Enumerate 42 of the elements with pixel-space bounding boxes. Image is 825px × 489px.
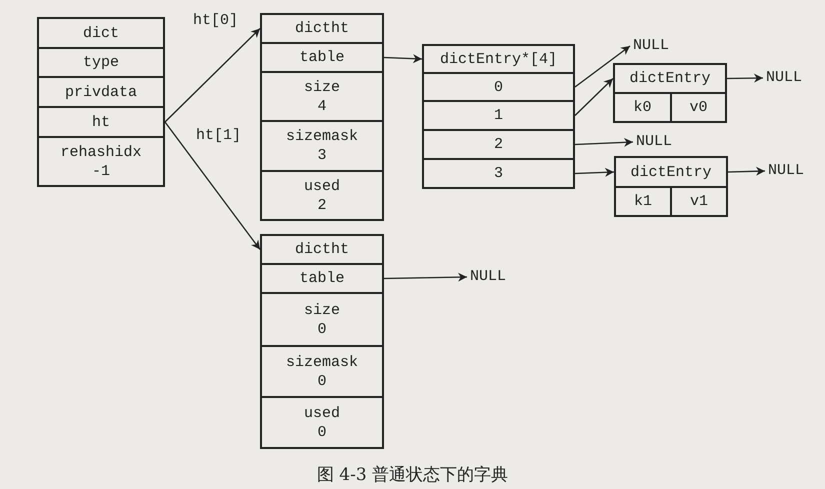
arrow bbox=[574, 45, 630, 88]
arrow bbox=[574, 138, 634, 147]
struct-field: type bbox=[37, 47, 165, 78]
struct-field: sizemask 3 bbox=[260, 120, 384, 172]
null-label: NULL bbox=[766, 69, 802, 87]
null-label: NULL bbox=[768, 162, 804, 180]
struct-field: table bbox=[260, 42, 384, 73]
arrow bbox=[164, 122, 261, 250]
struct-field: ht bbox=[37, 106, 165, 138]
null-label: NULL bbox=[470, 268, 506, 286]
struct-field: dictEntry bbox=[613, 63, 727, 94]
struct-field: v0 bbox=[670, 92, 727, 123]
arrow bbox=[574, 78, 614, 116]
struct-field: 2 bbox=[422, 129, 575, 160]
struct-field: privdata bbox=[37, 76, 165, 108]
arrow bbox=[727, 74, 763, 83]
arrow bbox=[384, 54, 422, 64]
struct-field: dictht bbox=[260, 13, 384, 44]
struct-field: sizemask 0 bbox=[260, 345, 384, 398]
struct-field: used 0 bbox=[260, 396, 384, 449]
arrow bbox=[728, 166, 766, 176]
struct-field: used 2 bbox=[260, 170, 384, 221]
struct-field: dict bbox=[37, 17, 165, 49]
struct-field: dictEntry bbox=[614, 156, 728, 188]
arrow bbox=[574, 168, 614, 177]
null-label: NULL bbox=[636, 133, 672, 151]
struct-field: rehashidx -1 bbox=[37, 136, 165, 187]
struct-field: dictht bbox=[260, 234, 384, 265]
struct-field: dictEntry*[4] bbox=[422, 44, 575, 74]
struct-field: size 0 bbox=[260, 292, 384, 347]
null-label: NULL bbox=[633, 37, 670, 55]
arrow bbox=[164, 28, 260, 122]
struct-field: 1 bbox=[422, 100, 575, 131]
arrow bbox=[384, 272, 468, 282]
struct-field: 0 bbox=[422, 72, 575, 102]
struct-field: v1 bbox=[670, 186, 728, 217]
struct-field: size 4 bbox=[260, 71, 384, 122]
figure-caption: 图 4-3 普通状态下的字典 bbox=[316, 465, 508, 485]
struct-field: k1 bbox=[614, 186, 672, 217]
struct-field: table bbox=[260, 263, 384, 294]
struct-field: k0 bbox=[613, 92, 672, 123]
struct-field: 3 bbox=[422, 158, 575, 189]
